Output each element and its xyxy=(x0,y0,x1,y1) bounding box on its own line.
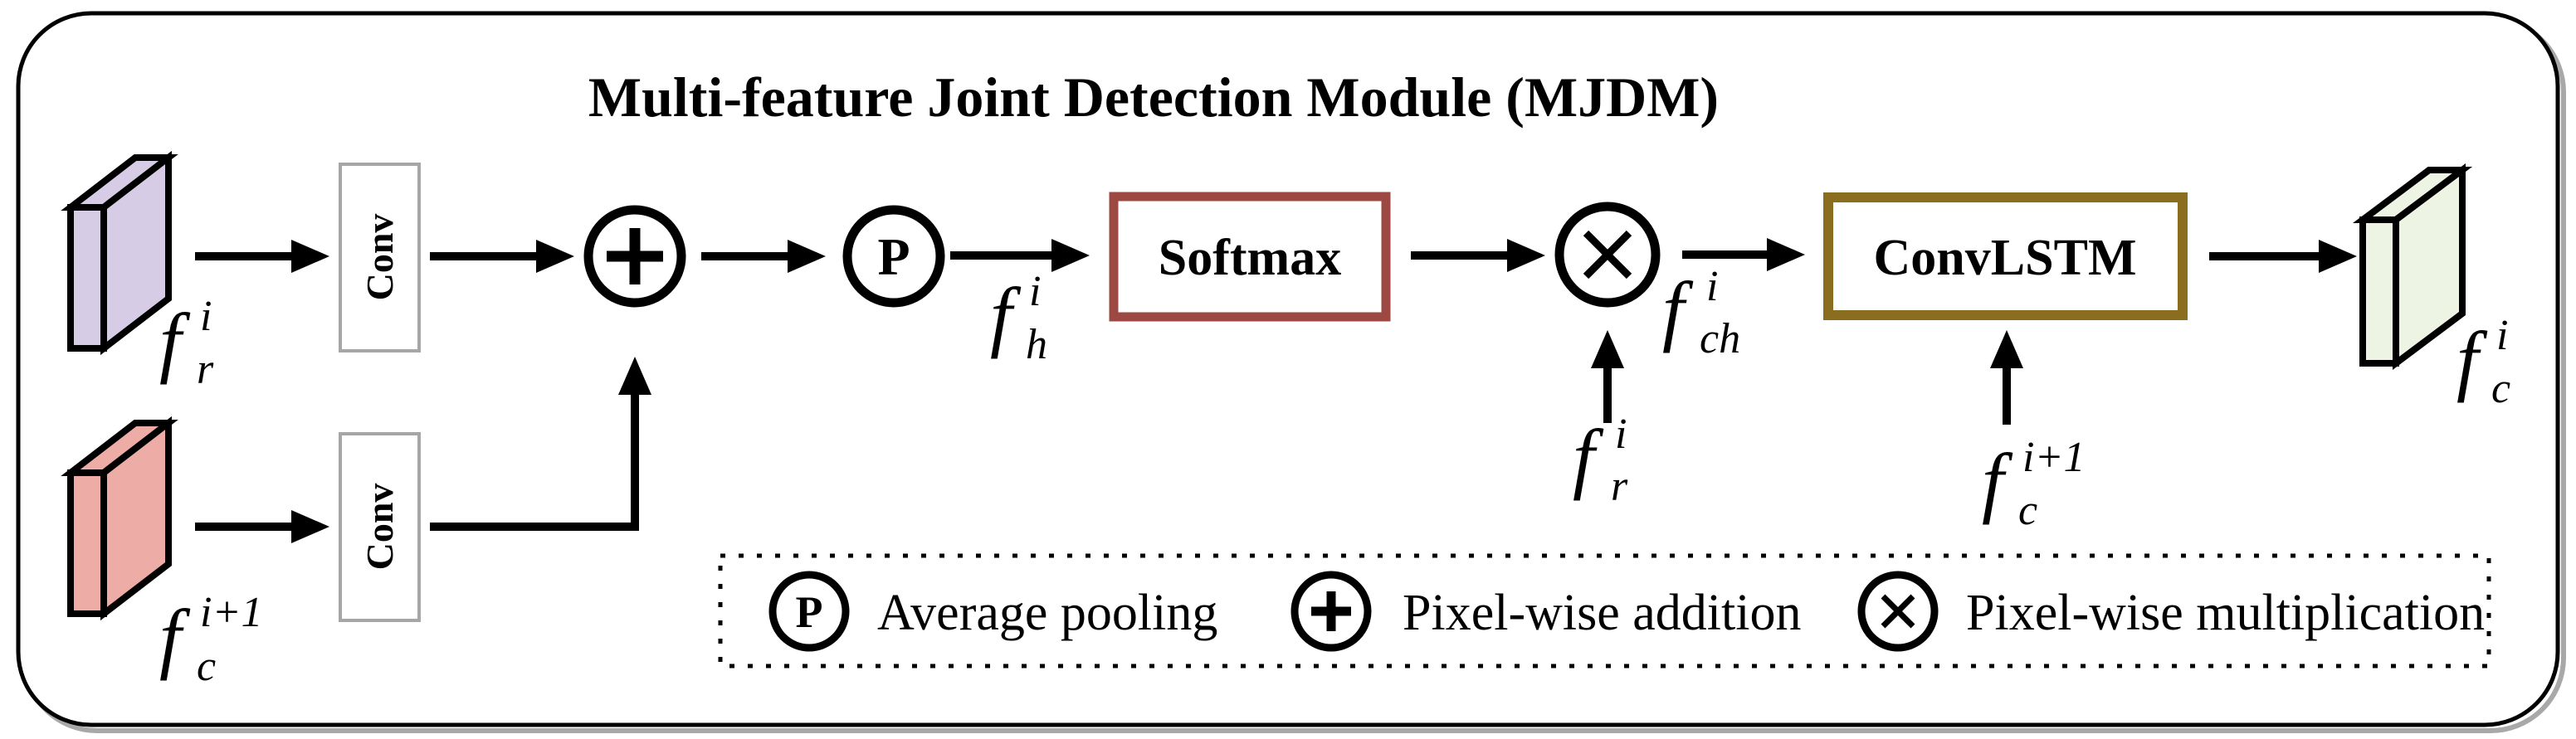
svg-text:i: i xyxy=(200,293,212,340)
convlstm-box: ConvLSTM xyxy=(1823,192,2188,320)
feature-slab-fr-front xyxy=(67,204,107,352)
conv2-box: Conv xyxy=(339,432,421,622)
svg-text:c: c xyxy=(197,643,216,690)
softmax-rect xyxy=(1109,192,1391,322)
softmax-box: Softmax xyxy=(1109,192,1391,322)
svg-text:r: r xyxy=(197,346,214,393)
arrow-pool-to-softmax xyxy=(950,239,1090,272)
feature-slab-fc-front xyxy=(67,469,107,617)
arrow-fr-to-multiply xyxy=(1591,330,1624,423)
svg-text:r: r xyxy=(1611,463,1628,510)
svg-text:h: h xyxy=(1026,321,1047,368)
arrow-softmax-to-multiply xyxy=(1411,239,1545,272)
arrow-conv2-to-add xyxy=(430,357,651,531)
feature-slab-out-side xyxy=(2393,163,2466,370)
arrow-fc-state-to-convlstm xyxy=(1990,330,2023,425)
multiply-icon xyxy=(1881,594,1915,629)
svg-text:ch: ch xyxy=(1700,315,1740,362)
legend-pool-symbol: P xyxy=(796,587,823,637)
pool-symbol: P xyxy=(877,227,910,286)
arrow-fr-to-conv1 xyxy=(195,240,329,273)
svg-text:i+1: i+1 xyxy=(200,589,263,636)
conv2-label: Conv xyxy=(359,484,401,571)
arrow-add-to-pool xyxy=(701,240,826,273)
legend-multiply-label: Pixel-wise multiplication xyxy=(1966,585,2485,641)
legend-item-multiplication: Pixel-wise multiplication xyxy=(1857,571,2485,652)
plus-icon xyxy=(607,228,663,284)
legend: P Average pooling Pixel-wise addition Pi… xyxy=(718,553,2491,669)
softmax-label: Softmax xyxy=(1159,230,1341,286)
conv1-rect xyxy=(339,163,421,352)
arrow-fc-to-conv2 xyxy=(195,510,329,543)
pixelwise-multiply-node xyxy=(1554,202,1661,308)
feature-slab-fc-out xyxy=(2353,163,2472,370)
feature-slab-fc-next xyxy=(61,416,178,621)
math-label-input-c: f i+1 c xyxy=(159,589,263,690)
module-title: Multi-feature Joint Detection Module (MJ… xyxy=(588,66,1719,129)
feature-slab-fr-side xyxy=(100,150,172,356)
arrow-conv1-to-add xyxy=(430,240,574,273)
plus-icon xyxy=(1311,591,1351,631)
legend-item-addition: Pixel-wise addition xyxy=(1290,571,1801,652)
pixelwise-add-node xyxy=(583,205,686,308)
svg-text:c: c xyxy=(2018,487,2037,534)
convlstm-rect xyxy=(1823,192,2188,320)
svg-text:i: i xyxy=(1615,411,1627,458)
arrow-convlstm-to-fc-out xyxy=(2209,240,2357,273)
convlstm-label: ConvLSTM xyxy=(1874,230,2137,286)
multiply-icon xyxy=(1583,230,1632,280)
svg-text:c: c xyxy=(2491,365,2510,412)
feature-slab-out-front xyxy=(2359,216,2399,367)
legend-pool-label: Average pooling xyxy=(877,585,1217,641)
legend-item-pooling: P Average pooling xyxy=(768,571,1217,652)
legend-add-label: Pixel-wise addition xyxy=(1403,585,1801,641)
svg-text:i+1: i+1 xyxy=(2022,434,2086,481)
conv1-box: Conv xyxy=(339,163,421,352)
svg-text:i: i xyxy=(1706,263,1718,310)
arrow-multiply-to-convlstm xyxy=(1682,238,1805,271)
conv2-rect xyxy=(339,432,421,622)
average-pooling-node: P xyxy=(842,205,945,308)
feature-slab-fc-side xyxy=(100,416,172,621)
conv1-label: Conv xyxy=(359,214,401,301)
feature-slab-fr xyxy=(61,150,178,356)
module-frame xyxy=(16,11,2560,727)
svg-text:i: i xyxy=(2496,312,2508,359)
svg-text:i: i xyxy=(1029,268,1041,315)
